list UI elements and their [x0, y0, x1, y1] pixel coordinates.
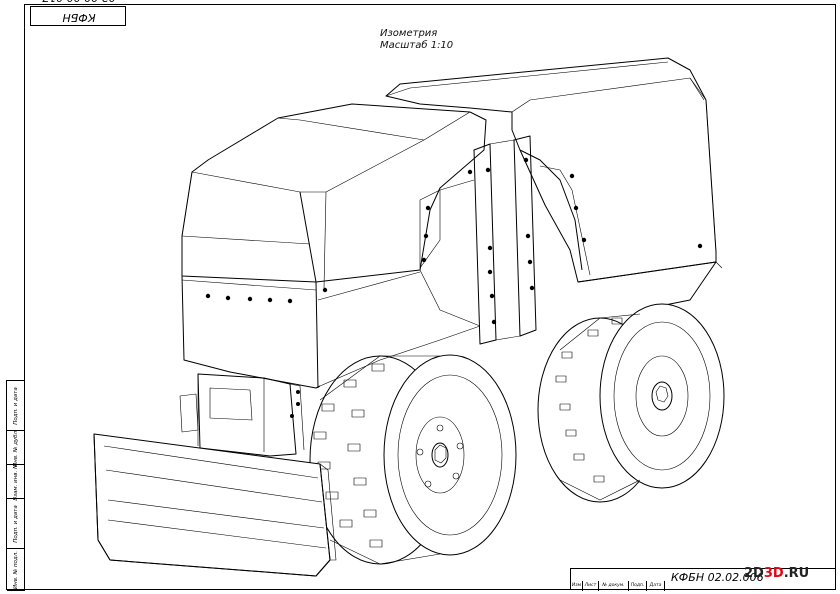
title-block-header: № докум. — [599, 581, 629, 591]
view-caption-title: Изометрия — [380, 28, 438, 39]
rear-body — [385, 57, 723, 307]
title-block-designation: КФБН 02.02.006 — [671, 571, 764, 584]
side-stamp-strip: Подп. и дата Инв. № дубл. Взам. инв. № П… — [6, 380, 25, 591]
view-caption-scale: Масштаб 1:10 — [380, 40, 454, 51]
side-cell-label: Подп. и дата — [13, 504, 19, 543]
front-body — [181, 103, 487, 389]
side-cell: Инв. № дубл. — [7, 428, 25, 467]
title-block: Изм Лист № докум. Подп. Дата КФБН 02.02.… — [570, 568, 836, 591]
front-wheel — [309, 354, 517, 565]
side-cell: Инв. № подл. — [7, 549, 25, 591]
watermark-part: .RU — [783, 566, 810, 581]
side-cell-label: Инв. № подл. — [13, 550, 19, 589]
view-caption: Изометрия Масштаб 1:10 — [380, 28, 453, 52]
side-cell: Взам. инв. № — [7, 462, 25, 501]
watermark-part: 2D — [744, 566, 764, 581]
side-cell-label: Подп. и дата — [13, 386, 19, 425]
document-code-box: КФБН 02.00.00.017 — [30, 0, 126, 26]
title-block-header: Подп. — [629, 581, 647, 591]
rear-wheel — [537, 303, 725, 503]
bolts — [205, 157, 703, 418]
drawing-frame — [24, 4, 836, 590]
side-cell-label: Инв. № дубл. — [13, 428, 19, 467]
dozer-blade — [93, 433, 337, 577]
document-code: КФБН 02.00.00.017 — [42, 0, 115, 24]
title-block-header: Изм — [571, 581, 583, 591]
title-block-header: Лист — [583, 581, 599, 591]
side-cell: Подп. и дата — [7, 381, 25, 431]
side-cell: Подп. и дата — [7, 499, 25, 549]
site-watermark: 2D3D.RU — [744, 566, 809, 581]
watermark-part: 3D — [763, 566, 784, 581]
title-block-header: Дата — [647, 581, 665, 591]
side-cell-label: Взам. инв. № — [13, 462, 19, 501]
